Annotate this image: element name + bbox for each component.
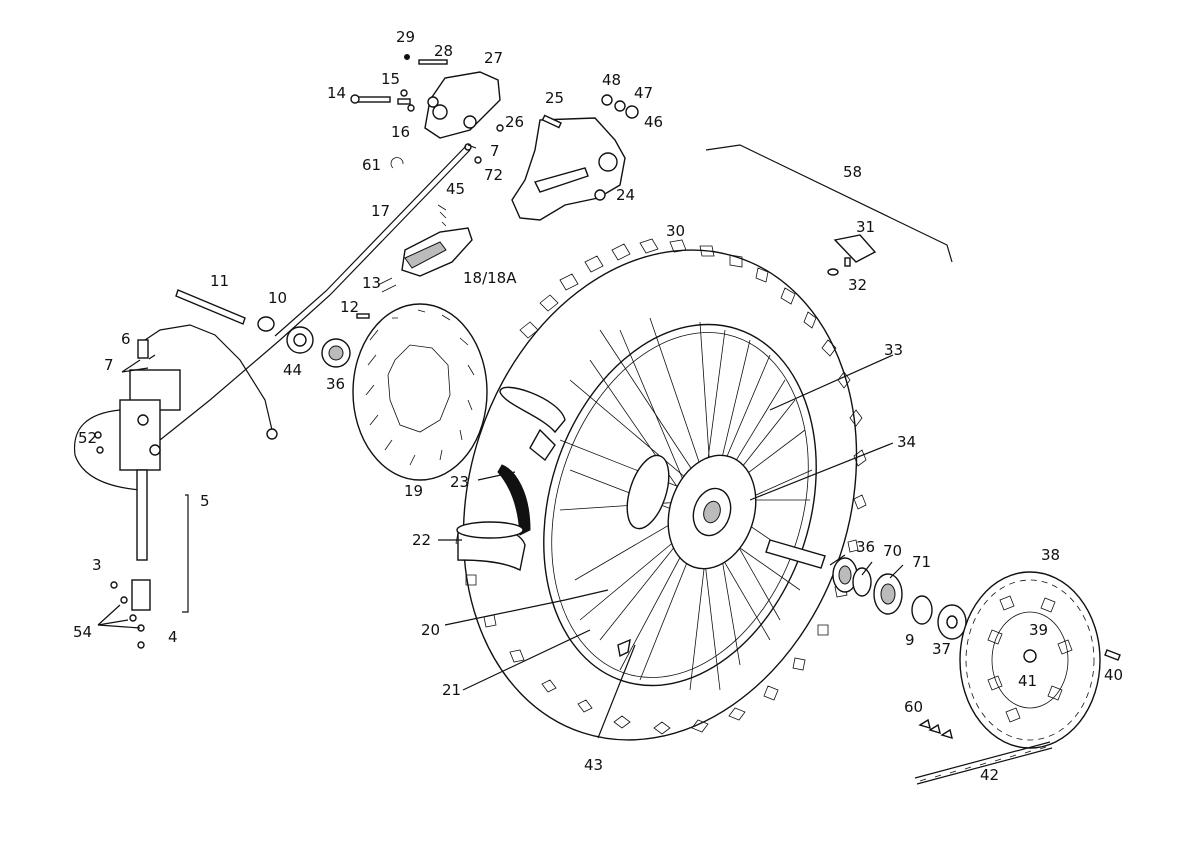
callout-24: 24 [616,186,635,204]
callout-52: 52 [78,429,97,447]
callout-30: 30 [666,222,685,240]
callout-10: 10 [268,289,287,307]
callout-72: 72 [484,166,503,184]
callout-34: 34 [897,433,916,451]
callout-43: 43 [584,756,603,774]
callout-14: 14 [327,84,346,102]
callout-41: 41 [1018,672,1037,690]
rear-wheel [455,238,867,741]
callout-12: 12 [340,298,359,316]
washer-set [601,94,639,119]
callout-39: 39 [1029,621,1048,639]
brake-caliper-group [350,54,504,169]
drive-chain [914,718,1053,785]
callout-27: 27 [484,49,503,67]
callout-32: 32 [848,276,867,294]
callout-18-18a: 18/18A [463,269,517,287]
callout-7-left: 7 [104,356,114,374]
callout-45: 45 [446,180,465,198]
callout-25: 25 [545,89,564,107]
callout-38: 38 [1041,546,1060,564]
callout-26: 26 [505,113,524,131]
callout-9: 9 [905,631,915,649]
callout-47: 47 [634,84,653,102]
callout-23: 23 [450,473,469,491]
brake-pads [377,204,473,293]
callout-54: 54 [73,623,92,641]
callout-19: 19 [404,482,423,500]
callout-28: 28 [434,42,453,60]
callout-48: 48 [602,71,621,89]
axle-and-spacers [175,289,370,368]
callout-3: 3 [92,556,102,574]
rear-sprocket [959,571,1121,749]
callout-61: 61 [362,156,381,174]
callout-70: 70 [883,542,902,560]
callout-60: 60 [904,698,923,716]
callout-6: 6 [121,330,131,348]
brake-disc [352,303,488,481]
callout-58: 58 [843,163,862,181]
callout-20: 20 [421,621,440,639]
callout-5: 5 [200,492,210,510]
callout-labels: 29 28 27 15 14 16 26 7 72 61 25 48 47 46… [73,28,1123,784]
callout-33: 33 [884,341,903,359]
callout-44: 44 [283,361,302,379]
callout-42: 42 [980,766,999,784]
callout-36-left: 36 [326,375,345,393]
callout-36-right: 36 [856,538,875,556]
callout-17: 17 [371,202,390,220]
callout-15: 15 [381,70,400,88]
callout-13: 13 [362,274,381,292]
callout-16: 16 [391,123,410,141]
rim-lock [827,234,877,276]
callout-29: 29 [396,28,415,46]
caliper-bracket [511,114,626,221]
callout-31: 31 [856,218,875,236]
callout-7-top: 7 [490,142,500,160]
master-cylinder [73,324,278,649]
callout-71: 71 [912,553,931,571]
callout-11: 11 [210,272,229,290]
callout-21: 21 [442,681,461,699]
callout-22: 22 [412,531,431,549]
axle-right [765,539,967,640]
brake-hose [159,149,471,441]
callout-37: 37 [932,640,951,658]
callout-46: 46 [644,113,663,131]
callout-4: 4 [168,628,178,646]
callout-40: 40 [1104,666,1123,684]
leader-lines [97,144,953,739]
